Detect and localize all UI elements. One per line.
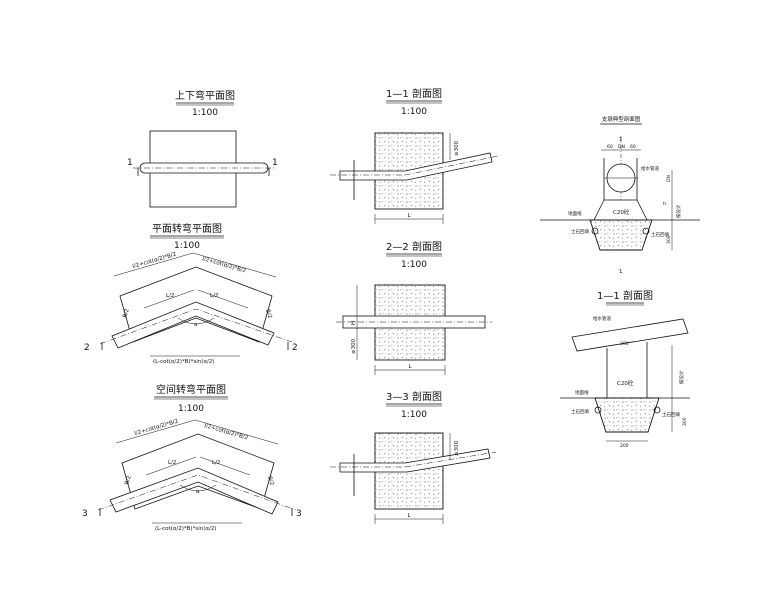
dim-60-left: 60 [607, 144, 613, 150]
dim-h: h [663, 201, 666, 207]
label-ground: 地面线 [575, 389, 589, 396]
dim-side-right: B/2 [264, 309, 273, 320]
cut-label-left: 2 [84, 343, 90, 353]
label-soil-right: 土石回填 [662, 411, 680, 418]
soil-fill-marker-left [591, 227, 599, 235]
dim-bottom: L [407, 213, 411, 219]
inner-dim-left [143, 289, 195, 309]
label-ground: 地面线 [568, 210, 582, 217]
dim-bottom: L [407, 513, 411, 519]
dim-300: 300 [682, 417, 688, 426]
top-dimension-line [113, 252, 277, 278]
pipe-centerline [97, 474, 297, 511]
angle-arc [179, 484, 217, 492]
dim-side-top: DN [666, 175, 672, 182]
pipe-centerline [99, 308, 293, 345]
section-3: 3—3 剖面图 1:100 ≥300 L [330, 390, 497, 524]
angle-label: α [194, 322, 198, 328]
plan-vertical-bend: 上下弯平面图 1:100 1 1 [127, 89, 278, 208]
pipe [571, 318, 689, 352]
soil-fill-marker-right [642, 227, 650, 235]
inner-dim-right [199, 456, 251, 476]
soil-fill-marker-left [594, 406, 602, 414]
dim-bottom: (L-cot(α/2)*B)*sin(α/2) [153, 359, 214, 365]
cut-label-right: 1 [272, 158, 278, 168]
inner-dim-right [197, 289, 249, 309]
support-section-1: 1—1 剖面图 给水管道 200 C20砼 地面线 土石回填 土石回填 按设计 … [560, 289, 690, 449]
cut-label-left: 3 [82, 509, 88, 519]
foundation-concrete [589, 219, 653, 251]
dim-left-top: H [351, 321, 357, 325]
bent-pipe [111, 301, 275, 349]
label-soil-left: 土石回填 [571, 408, 589, 415]
dim-dn: DN [618, 144, 625, 150]
dim-top-left: l/2+cot(α/2)*B/2 [134, 419, 179, 437]
view-title: 支墩典型剖面图 [602, 115, 641, 123]
view-title: 1—1 剖面图 [386, 87, 442, 100]
view-title: 3—3 剖面图 [386, 390, 442, 403]
section-1: 1—1 剖面图 1:100 ≥300 L [330, 87, 499, 224]
inner-dim-left [145, 456, 197, 476]
cut-label-right: 3 [296, 509, 302, 519]
section-2: 2—2 剖面图 1:100 H ≥300 L [336, 240, 492, 375]
view-scale: 1:100 [401, 260, 427, 270]
label-soil-left: 土石回填 [571, 228, 589, 235]
cut-label-right: 2 [292, 343, 298, 353]
dim-inner-right: L/2 [212, 460, 220, 466]
view-scale: 1:100 [401, 410, 427, 420]
label-concrete: C20砼 [613, 208, 630, 216]
support-typical-section: 支墩典型剖面图 1 60 DN 60 给水管道 C20砼 地面线 土石回填 土石… [540, 115, 700, 275]
label-pipe: 给水管道 [641, 165, 659, 172]
plan-spatial-bend: 空间转弯平面图 1:100 l/2+cot(α/2)*B/2 l/2+cot(α… [82, 383, 302, 532]
label-pipe: 给水管道 [593, 315, 611, 322]
dim-left-bottom: ≥300 [351, 338, 357, 354]
dim-bottom: (L-cot(α/2)*B)*sin(α/2) [155, 526, 216, 532]
dim-side-right: B/2 [266, 476, 275, 487]
dim-bottom: 200 [620, 443, 629, 449]
pier-slope-left [593, 199, 605, 221]
angle-label: α [196, 489, 200, 495]
dim-side-left: B/2 [124, 475, 133, 486]
foundation-concrete [594, 397, 660, 433]
label-concrete: C20砼 [617, 379, 634, 387]
cut-label-left: 1 [127, 158, 133, 168]
plan-horizontal-bend: 平面转弯平面图 1:100 l/2+cot(α/2)*B/2 l/2+cot(α… [84, 222, 298, 365]
view-title: 上下弯平面图 [175, 89, 235, 102]
label-soil-right: 土石回填 [651, 231, 669, 238]
view-title: 平面转弯平面图 [152, 222, 222, 235]
pipe-centerline-bend [404, 451, 497, 468]
dim-right: ≥300 [454, 140, 460, 156]
pier-slope-right [636, 199, 648, 221]
top-dimension-line [115, 419, 279, 445]
pipe [339, 152, 493, 181]
pier-upper-outline [603, 158, 638, 201]
view-scale: 1:100 [178, 404, 204, 414]
view-title: 空间转弯平面图 [156, 383, 226, 396]
pipe-centerline-bend [404, 155, 499, 176]
view-scale: 1:100 [192, 108, 218, 118]
dim-top: 200 [620, 341, 629, 347]
dim-inner-left: L/2 [168, 460, 176, 466]
dim-top-left: l/2+cot(α/2)*B/2 [132, 252, 177, 270]
dim-300: 300 [666, 235, 672, 244]
view-title: 2—2 剖面图 [386, 240, 442, 253]
dim-bottom: L [408, 364, 412, 370]
dim-side-note: 按设计 [675, 204, 682, 218]
dim-inner-left: L/2 [166, 293, 174, 299]
dim-60-right: 60 [630, 144, 636, 150]
angle-arc [177, 317, 215, 325]
view-scale: 1:100 [401, 107, 427, 117]
pier-outline [606, 342, 648, 398]
dim-side-left: B/2 [122, 308, 131, 319]
soil-fill-marker-right [653, 406, 661, 414]
dim-inner-right: L/2 [210, 293, 218, 299]
view-scale: 1:100 [174, 241, 200, 251]
dim-right: ≥300 [454, 440, 460, 456]
cut-marker-bottom: 1 [619, 269, 623, 275]
view-title: 1—1 剖面图 [597, 289, 653, 302]
dim-side-note: 按设计 [678, 370, 685, 384]
pipe [339, 448, 491, 473]
bent-pipe [109, 467, 279, 515]
